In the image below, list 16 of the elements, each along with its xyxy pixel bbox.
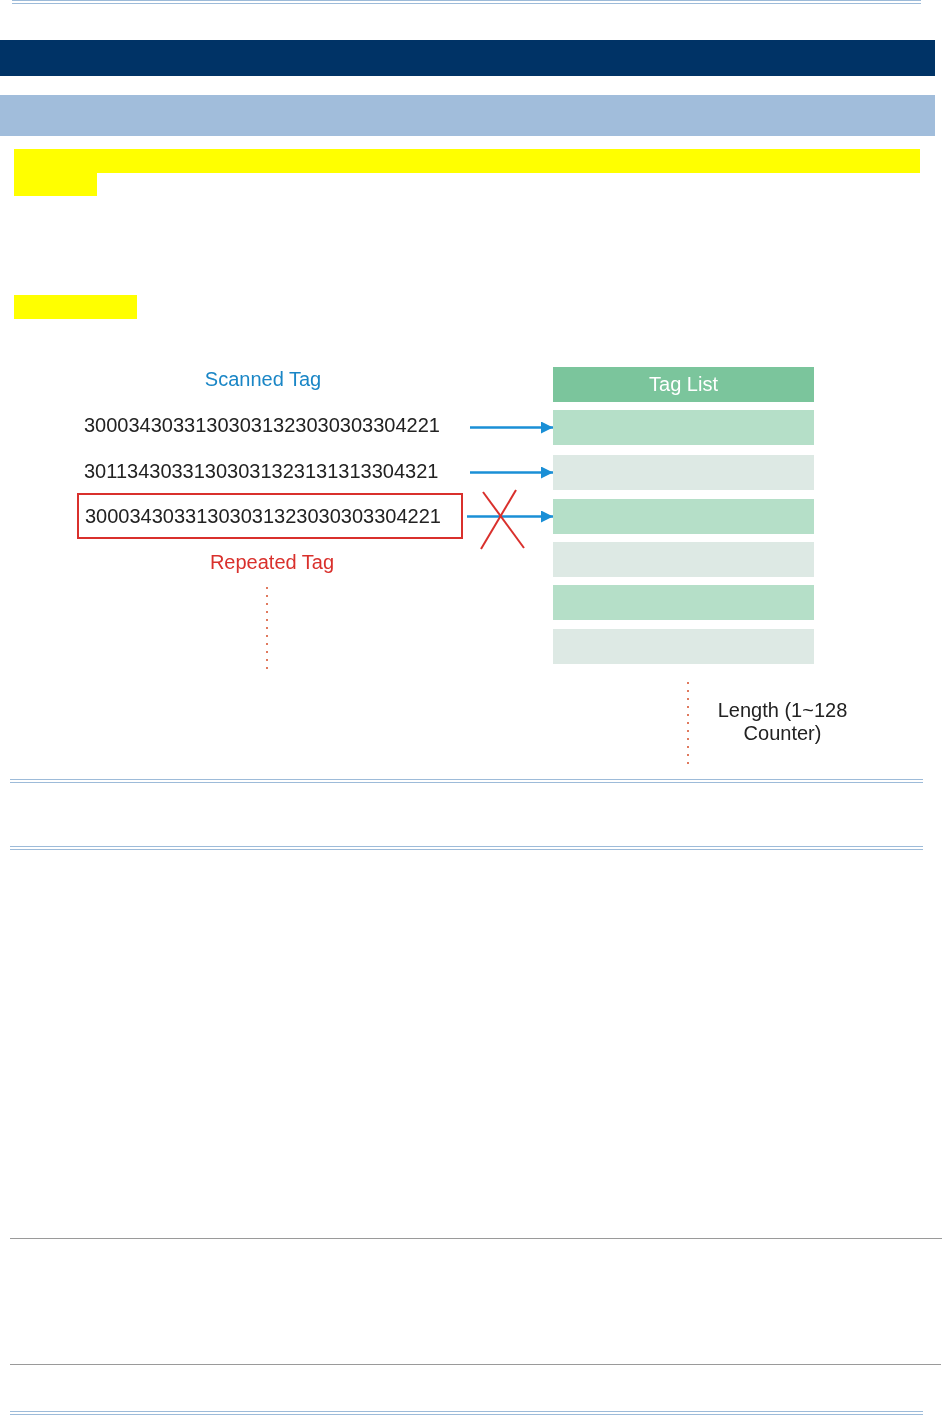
tag-id: 30113430331303031323131313304321: [84, 456, 466, 486]
highlighted-tag-id: 30003430331303031323030303304221: [77, 493, 463, 539]
section-heading: Scanned Tag: [203, 368, 323, 391]
list-row-bar: [553, 499, 814, 534]
length-note: Length (1~128 Counter): [716, 699, 849, 745]
arrow: [467, 510, 553, 523]
arrow: [470, 466, 553, 479]
tag-caption: Repeated Tag: [208, 551, 336, 574]
list-row-bar: [553, 585, 814, 620]
tag-id: 30003430331303031323030303304221: [84, 410, 466, 440]
list-row-bar: [553, 542, 814, 577]
list-row-bar: [553, 629, 814, 664]
list-row-bar: [553, 455, 814, 490]
list-header: Tag List: [553, 367, 814, 402]
list-row-bar: [553, 410, 814, 445]
arrow: [470, 421, 553, 434]
